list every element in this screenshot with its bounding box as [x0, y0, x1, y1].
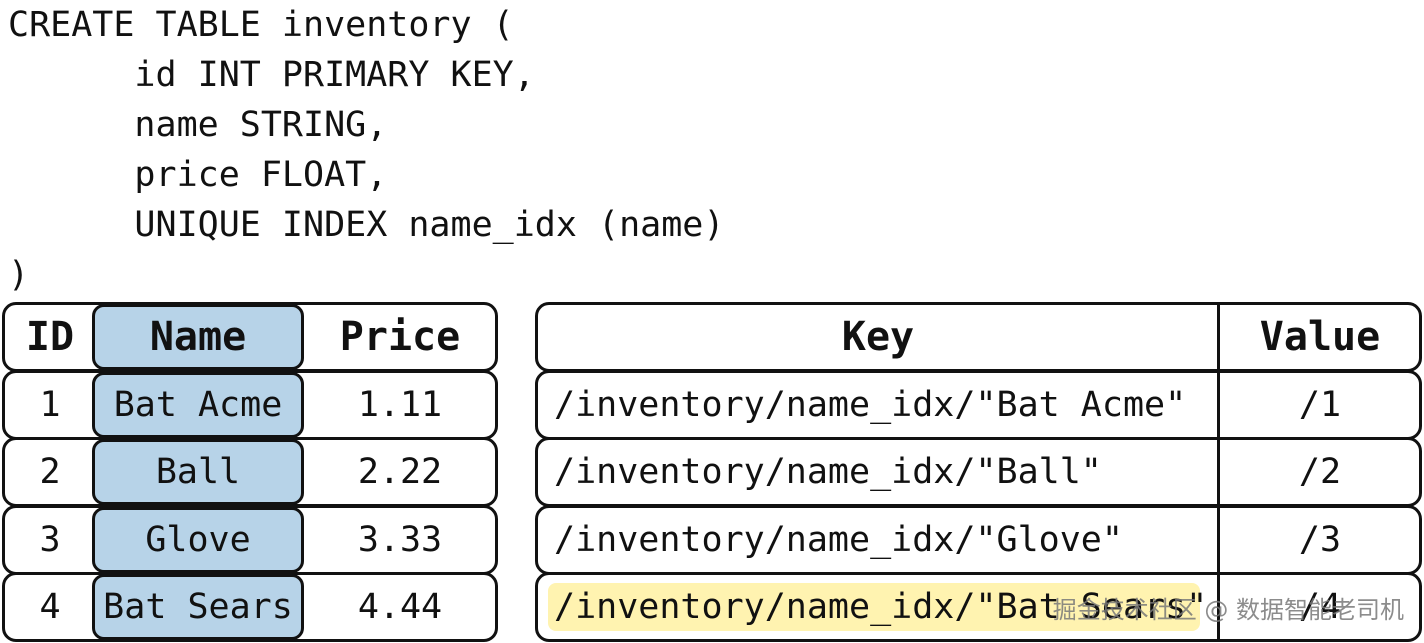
value-cell: /1	[1298, 385, 1342, 425]
watermark: 掘金技术社区 @ 数据智能老司机	[1052, 596, 1404, 624]
id-column-header: ID	[25, 314, 75, 360]
code-line: name STRING,	[8, 105, 388, 145]
sql-create-table-code: CREATE TABLE inventory ( id INT PRIMARY …	[8, 0, 724, 300]
name-cell: Glove	[92, 507, 304, 573]
code-line: )	[8, 255, 30, 295]
name-column-header: Name	[92, 304, 304, 370]
id-cell: 2	[39, 452, 61, 492]
column-divider	[1217, 305, 1220, 369]
kv-row: /inventory/name_idx/"Bat Acme" /1	[535, 370, 1422, 440]
id-cell: 1	[39, 385, 61, 425]
column-divider	[1217, 373, 1220, 437]
code-line: UNIQUE INDEX name_idx (name)	[8, 205, 725, 245]
code-line: price FLOAT,	[8, 155, 388, 195]
column-divider	[1217, 575, 1220, 639]
kv-row-highlighted: /inventory/name_idx/"Bat Sears" /4	[535, 572, 1422, 642]
value-column-header: Value	[1259, 314, 1381, 360]
value-cell: /4	[1298, 587, 1342, 627]
key-cell: /inventory/name_idx/"Bat Sears"	[554, 587, 1208, 627]
name-cell: Ball	[92, 439, 304, 505]
key-cell: /inventory/name_idx/"Ball"	[554, 452, 1102, 492]
key-highlight	[548, 583, 1200, 631]
name-cell: Bat Acme	[92, 372, 304, 438]
value-cell: /3	[1298, 520, 1342, 560]
key-column-header: Key	[841, 314, 915, 360]
id-cell: 3	[39, 520, 61, 560]
price-column-header: Price	[339, 314, 461, 360]
key-cell: /inventory/name_idx/"Bat Acme"	[554, 385, 1187, 425]
price-cell: 4.44	[357, 587, 443, 627]
key-cell: /inventory/name_idx/"Glove"	[554, 520, 1123, 560]
price-cell: 1.11	[357, 385, 443, 425]
price-cell: 3.33	[357, 520, 443, 560]
price-cell: 2.22	[357, 452, 443, 492]
column-divider	[1217, 440, 1220, 504]
value-cell: /2	[1298, 452, 1342, 492]
id-cell: 4	[39, 587, 61, 627]
kv-row: /inventory/name_idx/"Ball" /2	[535, 437, 1422, 507]
name-cell: Bat Sears	[92, 574, 304, 640]
code-line: id INT PRIMARY KEY,	[8, 55, 535, 95]
code-line: CREATE TABLE inventory (	[8, 5, 514, 45]
kv-header-row: Key Value	[535, 302, 1422, 372]
kv-row: /inventory/name_idx/"Glove" /3	[535, 505, 1422, 575]
column-divider	[1217, 508, 1220, 572]
